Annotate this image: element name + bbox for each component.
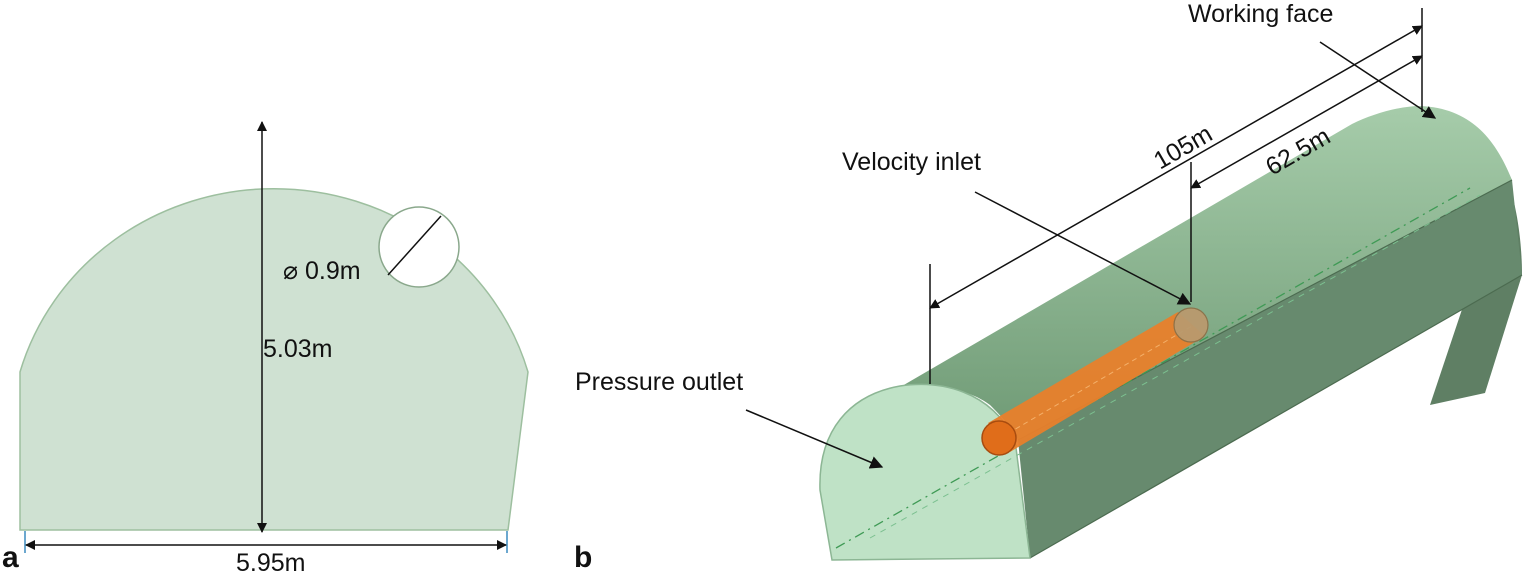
length-105-label: 105m [1149, 120, 1217, 176]
duct-outlet [981, 420, 1017, 456]
panel-b-letter: b [574, 541, 592, 574]
duct-diameter-label: ⌀ 0.9m [283, 257, 361, 285]
panel-a-letter: a [2, 541, 19, 574]
duct-inlet [1173, 307, 1209, 343]
panel-b: 105m 62.5m Working face Velocity inlet P… [574, 0, 1523, 574]
working-face-leader [1319, 41, 1437, 119]
pressure-outlet-leader [745, 409, 884, 469]
dimension-62-5 [1190, 55, 1423, 189]
velocity-inlet-leader [974, 191, 1192, 305]
width-label: 5.95m [236, 549, 305, 577]
duct-dash-1 [999, 325, 1193, 439]
duct-diameter-line [387, 215, 442, 276]
tunnel-bottom-edge [1029, 274, 1523, 559]
panel-a: ⌀ 0.9m 5.03m 5.95m a [2, 121, 529, 577]
pressure-outlet-label: Pressure outlet [575, 368, 743, 396]
height-label: 5.03m [263, 335, 332, 363]
duct-hole [378, 206, 460, 288]
working-face-label: Working face [1188, 0, 1333, 28]
tunnel-near-face [819, 383, 1031, 561]
velocity-inlet-label: Velocity inlet [842, 148, 981, 176]
centerline-b [869, 194, 1481, 539]
